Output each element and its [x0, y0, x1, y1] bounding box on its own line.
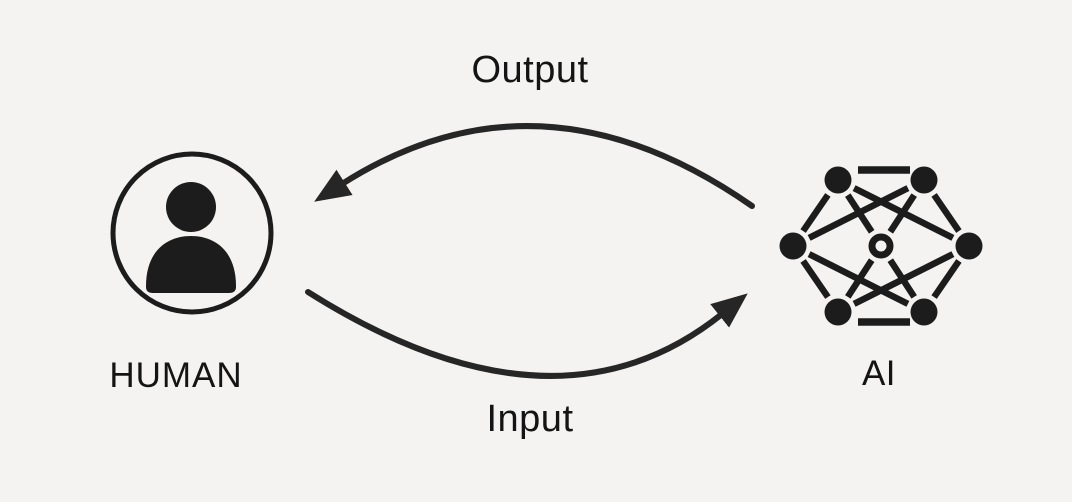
input-arrow-label: Input: [486, 398, 574, 440]
output-arrow: [314, 123, 755, 209]
neural-network-icon: [779, 166, 983, 326]
ai-node-label: AI: [861, 354, 897, 393]
output-arrow-label: Output: [471, 49, 589, 91]
human-node-label: HUMAN: [109, 356, 243, 395]
input-arrow: [305, 289, 748, 379]
person-circle-icon: [110, 151, 274, 315]
